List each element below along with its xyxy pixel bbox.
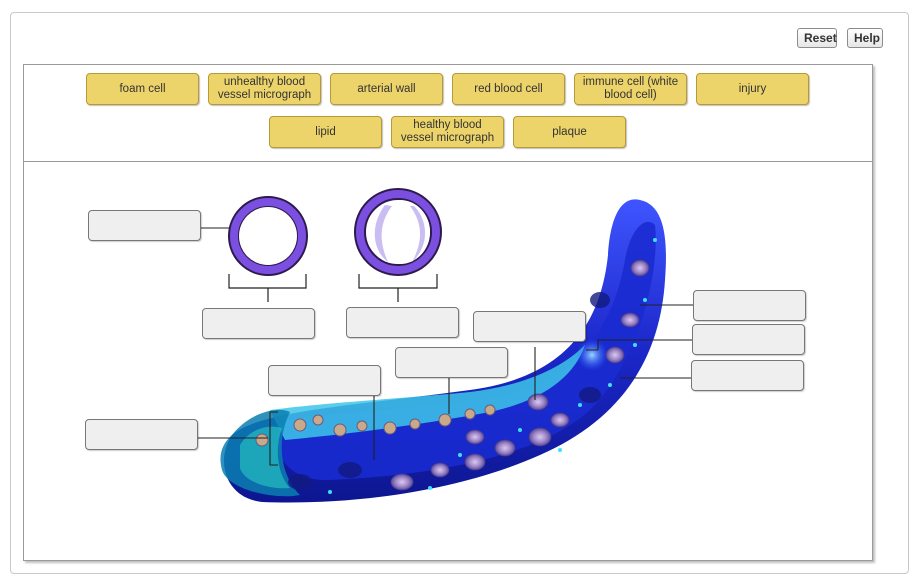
foam-cells (255, 404, 496, 447)
drop-target-8[interactable] (693, 290, 806, 321)
label-tile-healthy-micrograph[interactable]: healthy blood vessel micrograph (391, 116, 504, 148)
drop-target-9[interactable] (692, 324, 805, 355)
drop-target-10[interactable] (691, 360, 804, 391)
drop-target-5[interactable] (395, 347, 508, 378)
label-tile-lipid[interactable]: lipid (269, 116, 382, 148)
label-bank-divider (24, 161, 872, 162)
healthy-micrograph-image (354, 188, 442, 276)
label-tile-arterial-wall[interactable]: arterial wall (330, 73, 443, 105)
red-blood-cells (390, 259, 650, 491)
lipid-dots (328, 238, 657, 494)
plaque-layer (270, 345, 585, 440)
label-tile-injury[interactable]: injury (696, 73, 809, 105)
label-tile-plaque[interactable]: plaque (513, 116, 626, 148)
label-tile-red-blood-cell[interactable]: red blood cell (452, 73, 565, 105)
drop-target-6[interactable] (268, 365, 381, 396)
drop-target-4[interactable] (473, 311, 586, 342)
reset-button[interactable]: Reset (797, 28, 837, 48)
label-tile-unhealthy-micrograph[interactable]: unhealthy blood vessel micrograph (208, 73, 321, 105)
drop-target-7[interactable] (85, 419, 198, 450)
label-tile-immune-cell[interactable]: immune cell (white blood cell) (574, 73, 687, 105)
label-tile-foam-cell[interactable]: foam cell (86, 73, 199, 105)
leader-lines (198, 227, 693, 466)
drop-target-1[interactable] (88, 210, 201, 241)
unhealthy-micrograph-image (228, 196, 308, 276)
injury-site (576, 339, 608, 371)
drop-target-3[interactable] (346, 307, 459, 338)
help-button[interactable]: Help (847, 28, 883, 48)
drop-target-2[interactable] (202, 308, 315, 339)
